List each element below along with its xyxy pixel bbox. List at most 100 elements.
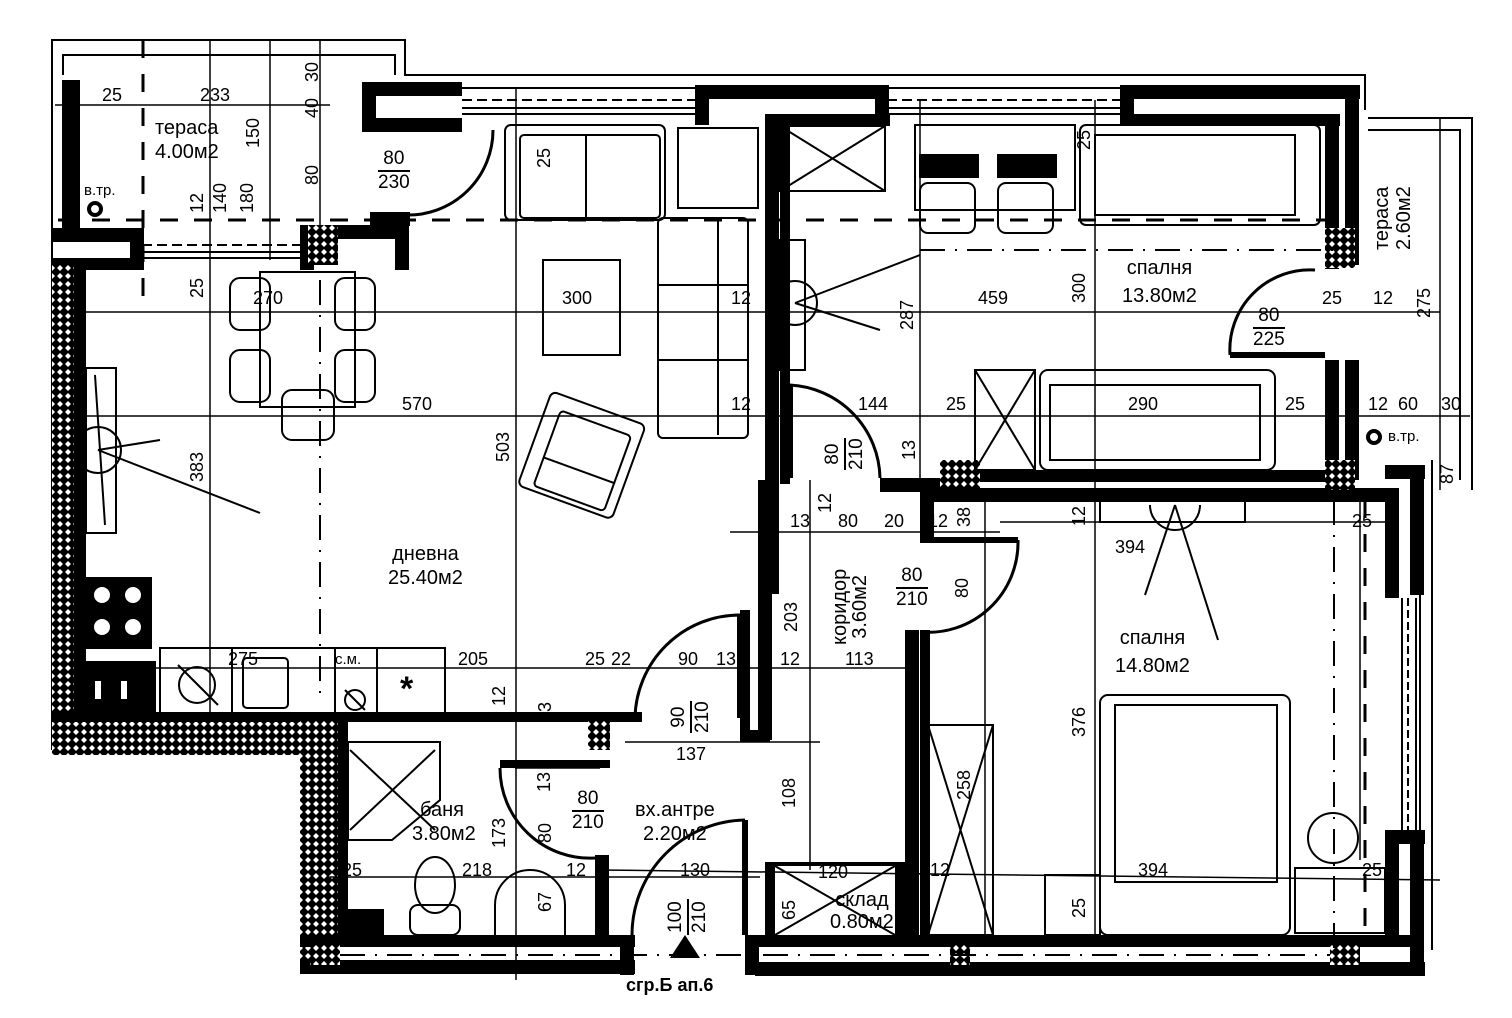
dim-label: 80 [535,822,555,843]
dim-label: 300 [1069,272,1089,303]
room-label-storage: склад 0.80м2 [830,889,894,933]
dim-label: 108 [779,777,799,808]
dim-label: 570 [402,394,433,414]
room-label-bedroom-1: спалня 13.80м2 [1122,257,1197,307]
vent-label-left: в.тр. [84,182,116,199]
dim-label: 376 [1069,706,1089,737]
room-label-bathroom: баня 3.80м2 [412,799,476,845]
dim-label: 205 [458,649,489,669]
dim-label: 25 [1362,860,1383,880]
door-swings [404,129,1325,936]
dim-label: 233 [200,85,231,105]
dim-label: 25 [585,649,606,669]
vent-label-right: в.тр. [1388,428,1420,445]
dim-label: 300 [562,288,593,308]
dim-label: 12 [566,860,587,880]
dim-label: 13 [534,771,554,792]
dim-label: 459 [978,288,1009,308]
room-label-terrace-right: тераса 2.60м2 [1371,186,1415,250]
dim-label: 137 [676,744,707,764]
dim-label: 394 [1115,537,1146,557]
room-label-entrance: вх.антре 2.20м2 [635,799,715,845]
dim-label: 20 [884,511,905,531]
dim-label: 60 [1398,394,1419,414]
dim-label: 270 [253,288,284,308]
dim-label: 203 [781,601,801,632]
vent-circles [87,201,1382,445]
dim-label: 275 [1414,287,1434,318]
dim-label: 80 [838,511,859,531]
dim-label: 150 [243,117,263,148]
dim-label: 25 [1074,129,1094,150]
dim-label: 12 [928,511,949,531]
entrance-arrow-icon [670,935,700,958]
dim-label: 25 [1322,288,1343,308]
dim-label: 25 [1352,511,1373,531]
dim-label: 25 [946,394,967,414]
dim-label: 258 [954,769,974,800]
dim-label: 25 [102,85,123,105]
dim-label: 12 [731,394,752,414]
dim-label: 25 [342,860,363,880]
dim-label: 140 [210,182,230,213]
dim-label: 67 [535,891,555,912]
apartment-label: сгр.Б ап.6 [626,975,714,995]
axis-lines [58,40,1367,956]
dim-label: 113 [845,649,874,669]
dim-label: 25 [1069,897,1089,918]
dim-label: 13 [790,511,811,531]
dim-label: 287 [897,299,917,330]
room-label-corridor: коридор 3.60м2 [829,568,871,645]
dim-label: 275 [228,649,259,669]
dim-label: 3 [535,701,555,712]
dim-label: 40 [302,97,322,118]
room-label-bedroom-2: спалня 14.80м2 [1115,627,1190,677]
dim-label: 12 [1069,505,1089,526]
dim-label: 65 [779,899,799,920]
windows [142,87,1417,830]
dim-label: 90 [678,649,699,669]
dim-label: 383 [187,451,207,482]
dim-label: 25 [534,147,554,168]
washing-machine-label: с.м. [335,651,362,668]
walls [52,80,1425,976]
dim-label: 503 [493,431,513,462]
dim-label: 12 [1373,288,1394,308]
dim-label: 38 [954,506,974,527]
dim-label: 218 [462,860,493,880]
dim-label: 25 [187,277,207,298]
fridge-icon: * [400,670,414,708]
dim-label: 25 [1285,394,1306,414]
dim-label: 144 [858,394,889,414]
room-label-terrace-left: тераса 4.00м2 [155,117,219,163]
furniture [74,124,1386,936]
dim-label: 130 [680,860,711,880]
dim-label: 12 [780,649,801,669]
dim-label: 13 [716,649,737,669]
dim-label: 13 [899,439,919,460]
dim-label: 80 [302,164,322,185]
dim-label: 80 [952,577,972,598]
dim-label: 290 [1128,394,1159,414]
dim-label: 120 [818,862,849,882]
dim-label: 12 [731,288,752,308]
dim-label: 12 [815,492,835,513]
dim-label: 30 [302,61,322,82]
dim-label: 87 [1437,463,1457,484]
dim-label: 173 [489,817,509,848]
dim-label: 12 [489,685,509,706]
dim-label: 30 [1441,394,1462,414]
dim-label: 22 [611,649,632,669]
dim-label: 394 [1138,860,1169,880]
dim-label: 12 [930,860,951,880]
dim-label: 12 [187,192,207,213]
dim-label: 12 [1368,394,1389,414]
